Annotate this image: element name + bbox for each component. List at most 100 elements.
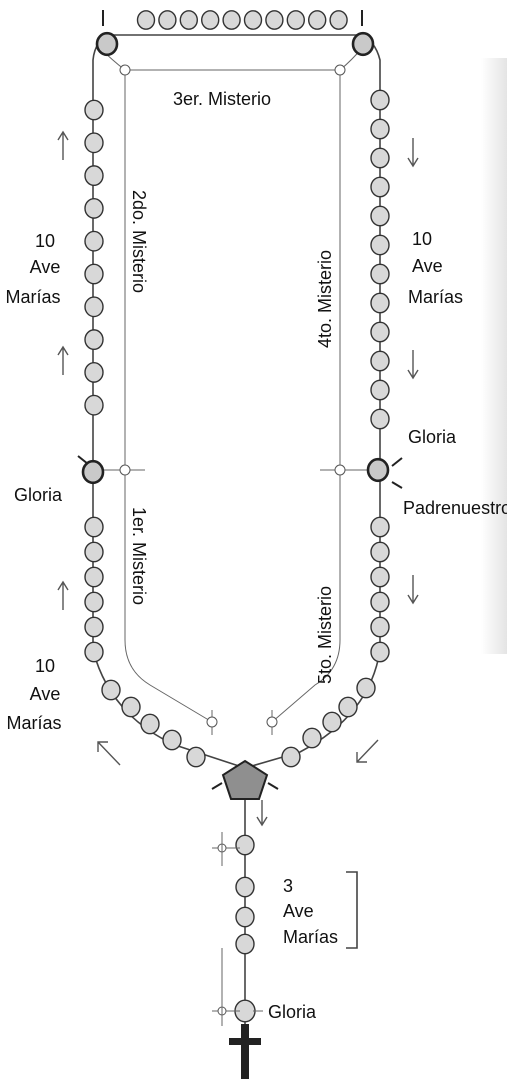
first-mystery-marker bbox=[120, 465, 130, 475]
ave-maria-bead bbox=[371, 617, 389, 636]
fourth-mystery-label: 4to. Misterio bbox=[315, 250, 335, 348]
first-mystery-end-marker bbox=[207, 717, 217, 727]
crucifix-icon bbox=[229, 1024, 261, 1079]
ave-maria-bead bbox=[85, 567, 103, 586]
ave-maria-bead bbox=[85, 642, 103, 661]
ave-maria-bead bbox=[371, 322, 389, 341]
medal-tick-left bbox=[212, 783, 222, 789]
ave-maria-bead bbox=[303, 728, 321, 747]
ave-maria-bead bbox=[85, 231, 103, 250]
ave-maria-bead bbox=[371, 293, 389, 312]
ave-maria-bead bbox=[309, 11, 326, 29]
pendant-bead bbox=[236, 877, 254, 896]
ave-maria-bead bbox=[323, 712, 341, 731]
ave-maria-bead bbox=[371, 90, 389, 109]
ave-maria-bead bbox=[282, 747, 300, 766]
ave-maria-bead bbox=[85, 264, 103, 283]
left-top-marias: Marías bbox=[5, 287, 60, 307]
ave-maria-bead bbox=[85, 199, 103, 218]
pendant-marias: Marías bbox=[283, 927, 338, 947]
bead-group bbox=[83, 11, 389, 1022]
ave-maria-bead bbox=[357, 678, 375, 697]
ave-maria-bead bbox=[371, 351, 389, 370]
third-mystery-marker-left bbox=[120, 65, 130, 75]
ave-maria-bead bbox=[339, 697, 357, 716]
ave-maria-bead bbox=[330, 11, 347, 29]
first-mystery-label: 1er. Misterio bbox=[129, 507, 149, 605]
ave-maria-bead bbox=[371, 567, 389, 586]
pendant-bead bbox=[236, 907, 254, 926]
gloria-left-label: Gloria bbox=[14, 485, 63, 505]
arrow-up-icon bbox=[58, 582, 68, 610]
ave-maria-bead bbox=[245, 11, 262, 29]
third-mystery-label: 3er. Misterio bbox=[173, 89, 271, 109]
arrow-up-icon bbox=[58, 132, 68, 160]
arrow-up-icon bbox=[58, 347, 68, 375]
ave-maria-bead bbox=[287, 11, 304, 29]
ave-maria-bead bbox=[85, 517, 103, 536]
padrenuestro-bead bbox=[97, 33, 117, 55]
left-top-count: 10 bbox=[35, 231, 55, 251]
fifth-mystery-marker bbox=[335, 465, 345, 475]
direction-arrows bbox=[58, 132, 418, 825]
pendant-count: 3 bbox=[283, 876, 293, 896]
ave-maria-bead bbox=[85, 395, 103, 414]
gloria-bead bbox=[368, 459, 388, 481]
ave-maria-bead bbox=[223, 11, 240, 29]
ave-maria-bead bbox=[371, 148, 389, 167]
right-top-marias: Marías bbox=[408, 287, 463, 307]
ave-maria-bead bbox=[102, 680, 120, 699]
inner-frame-curves bbox=[100, 48, 362, 70]
ave-maria-bead bbox=[266, 11, 283, 29]
ave-maria-bead bbox=[371, 409, 389, 428]
ave-maria-bead bbox=[371, 235, 389, 254]
fifth-mystery-end-marker bbox=[267, 717, 277, 727]
right-top-count: 10 bbox=[412, 229, 432, 249]
ave-maria-bead bbox=[138, 11, 155, 29]
fifth-mystery-label: 5to. Misterio bbox=[315, 586, 335, 684]
gloria-left-tick bbox=[78, 456, 88, 464]
gloria-right-label: Gloria bbox=[408, 427, 457, 447]
ave-maria-bead bbox=[122, 697, 140, 716]
pendant-bracket bbox=[346, 872, 357, 948]
left-top-ave: Ave bbox=[30, 257, 61, 277]
ave-maria-bead bbox=[371, 119, 389, 138]
ave-maria-bead bbox=[85, 133, 103, 152]
ave-maria-bead bbox=[159, 11, 176, 29]
gloria-bead bbox=[83, 461, 103, 483]
ave-maria-bead bbox=[371, 517, 389, 536]
ave-maria-bead bbox=[141, 714, 159, 733]
ave-maria-bead bbox=[163, 730, 181, 749]
ave-maria-bead bbox=[85, 100, 103, 119]
ave-maria-bead bbox=[85, 617, 103, 636]
ave-maria-bead bbox=[85, 542, 103, 561]
ave-maria-bead bbox=[85, 297, 103, 316]
gloria-right-tick bbox=[392, 458, 402, 466]
medal-tick-right bbox=[268, 783, 278, 789]
padrenuestro-tick bbox=[392, 482, 402, 488]
third-mystery-marker-right bbox=[335, 65, 345, 75]
left-bottom-ave: Ave bbox=[30, 684, 61, 704]
ave-maria-bead bbox=[371, 642, 389, 661]
ave-maria-bead bbox=[371, 592, 389, 611]
right-top-ave: Ave bbox=[412, 256, 443, 276]
center-medal bbox=[223, 761, 267, 799]
inner-frame bbox=[125, 70, 340, 722]
arrow-down-icon bbox=[408, 138, 418, 166]
arrow-down-left-icon bbox=[357, 740, 378, 762]
ave-maria-bead bbox=[371, 380, 389, 399]
ave-maria-bead bbox=[85, 592, 103, 611]
pendant-gloria-label: Gloria bbox=[268, 1002, 317, 1022]
left-bottom-marias: Marías bbox=[6, 713, 61, 733]
ave-maria-bead bbox=[180, 11, 197, 29]
ave-maria-bead bbox=[371, 542, 389, 561]
arrow-down-icon bbox=[257, 800, 267, 825]
ave-maria-bead bbox=[187, 747, 205, 766]
padrenuestro-label: Padrenuestro bbox=[403, 498, 507, 518]
ave-maria-bead bbox=[85, 166, 103, 185]
arrow-down-icon bbox=[408, 575, 418, 603]
ave-maria-bead bbox=[371, 264, 389, 283]
arrow-down-icon bbox=[408, 350, 418, 378]
padrenuestro-bead bbox=[353, 33, 373, 55]
